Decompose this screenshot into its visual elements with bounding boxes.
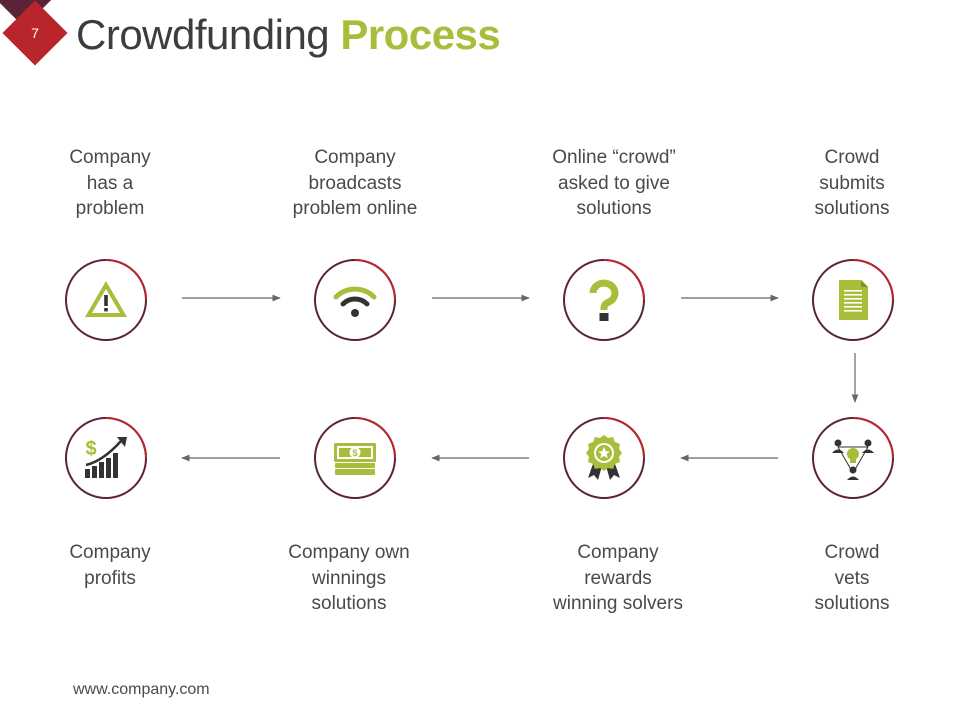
award-ribbon-icon: [586, 435, 622, 480]
step-ring: [314, 259, 396, 341]
money-stack-icon: $: [334, 443, 376, 475]
step-ring: [563, 259, 645, 341]
step-8-label: Company profits: [69, 542, 151, 589]
step-3-node: [562, 258, 646, 342]
step-8-node: $: [64, 416, 148, 500]
question-icon: [589, 279, 619, 321]
step-7-node: $: [313, 416, 397, 500]
title-part-2: Process: [340, 11, 501, 58]
step-2-node: [313, 258, 397, 342]
step-1-label: Company has a problem: [69, 147, 151, 219]
step-ring: [812, 259, 894, 341]
svg-text:$: $: [85, 438, 96, 460]
step-1-node: [64, 258, 148, 342]
document-icon: [839, 280, 868, 320]
step-ring: [65, 259, 147, 341]
step-3-label: Online “crowd” asked to give solutions: [552, 147, 676, 219]
profit-chart-icon: $: [85, 437, 127, 478]
step-2-label: Company broadcasts problem online: [292, 147, 418, 219]
step-6-label: Company rewards winning solvers: [553, 542, 683, 614]
step-4-node: [811, 258, 895, 342]
step-6-node: [562, 416, 646, 500]
step-ring: [563, 417, 645, 499]
slide-title: Crowdfunding Process: [76, 10, 501, 60]
step-ring: [812, 417, 894, 499]
svg-text:$: $: [352, 448, 357, 458]
step-7-label: Company own winnings solutions: [288, 542, 410, 614]
step-ring: [65, 417, 147, 499]
team-idea-icon: [832, 439, 874, 480]
title-part-1: Crowdfunding: [76, 11, 341, 58]
step-ring: [314, 417, 396, 499]
warning-icon: [85, 281, 127, 317]
step-5-label: Crowd vets solutions: [814, 542, 890, 614]
step-4-label: Crowd submits solutions: [814, 147, 890, 219]
slide-number: 7: [31, 25, 39, 41]
wifi-icon: [333, 286, 377, 317]
step-5-node: [811, 416, 895, 500]
footer-url: www.company.com: [73, 681, 210, 698]
